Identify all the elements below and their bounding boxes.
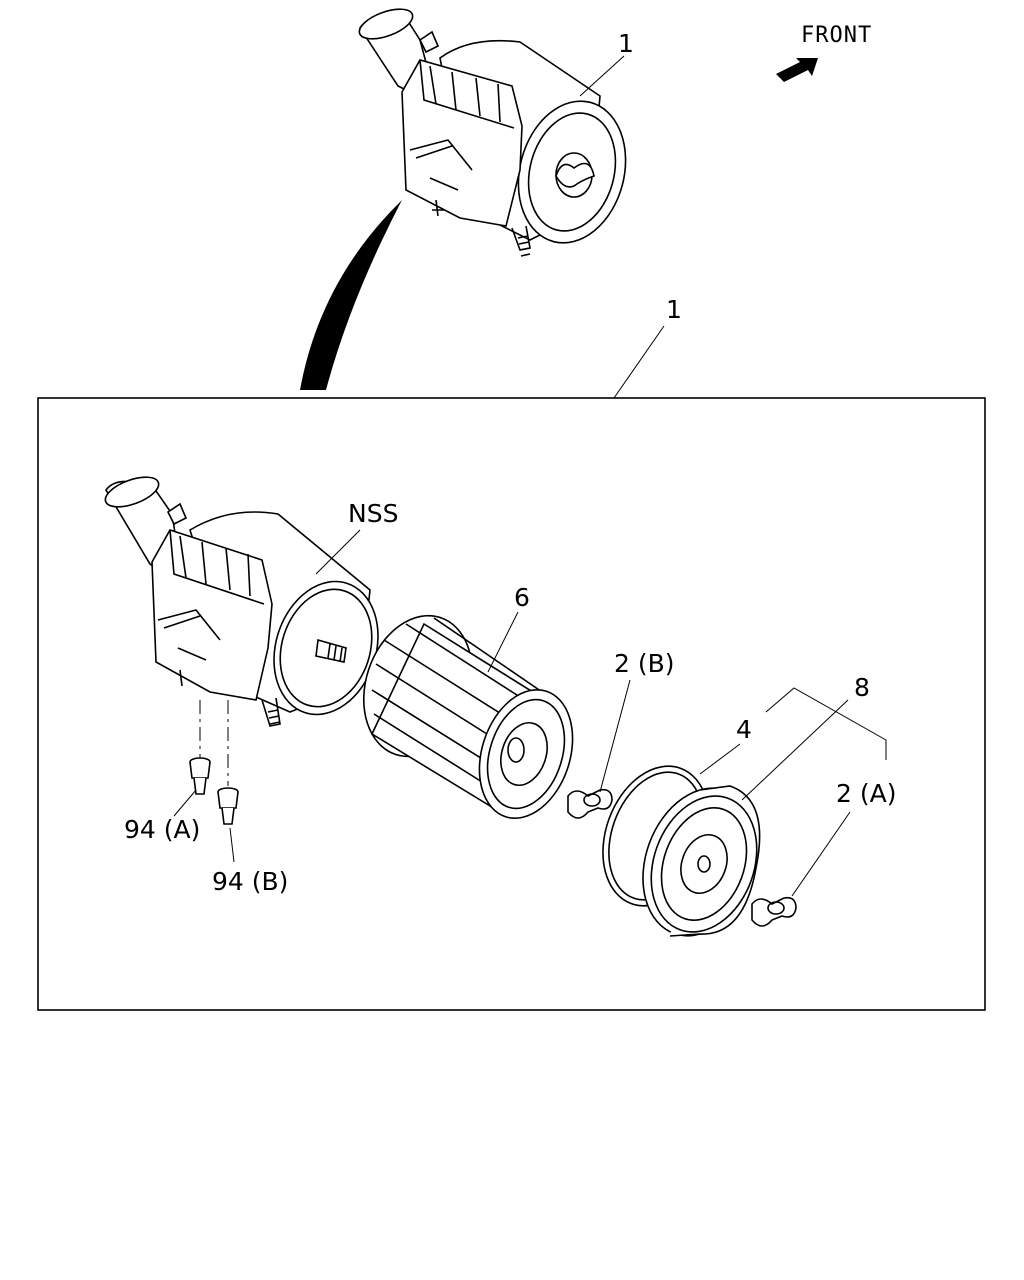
leader-gasket	[699, 743, 741, 775]
bracket-cover	[765, 687, 887, 760]
label-cover: 8	[854, 673, 870, 702]
fastener-94a	[189, 757, 211, 795]
leader-wing-nut-b	[599, 679, 631, 793]
front-label: FRONT	[801, 23, 872, 48]
label-wing-nut-b: 2 (B)	[614, 649, 675, 678]
front-arrow-icon	[776, 58, 818, 82]
leader-94b	[229, 827, 235, 863]
callout-1-top: 1	[618, 29, 634, 58]
wing-nut-b	[567, 788, 613, 819]
end-cover	[642, 785, 761, 937]
exploded-view-frame	[37, 397, 986, 1011]
label-94a: 94 (A)	[124, 815, 200, 844]
label-element: 6	[514, 583, 530, 612]
fastener-94b	[217, 787, 239, 825]
label-wing-nut-a: 2 (A)	[836, 779, 896, 808]
leader-cover	[741, 699, 849, 801]
label-gasket: 4	[736, 715, 752, 744]
detail-connector	[300, 200, 402, 390]
leader-1-box	[613, 325, 665, 399]
leader-element	[487, 611, 519, 673]
label-94b: 94 (B)	[212, 867, 288, 896]
assembled-air-cleaner	[358, 8, 627, 257]
wing-nut-a	[751, 896, 797, 927]
leader-94a	[173, 789, 197, 817]
filter-element	[362, 614, 574, 820]
leader-housing	[315, 529, 361, 575]
leader-wing-nut-a	[791, 811, 851, 897]
callout-1-box: 1	[666, 295, 682, 324]
label-housing: NSS	[348, 499, 398, 528]
leader-1-top	[579, 55, 625, 97]
housing-part	[104, 476, 379, 727]
